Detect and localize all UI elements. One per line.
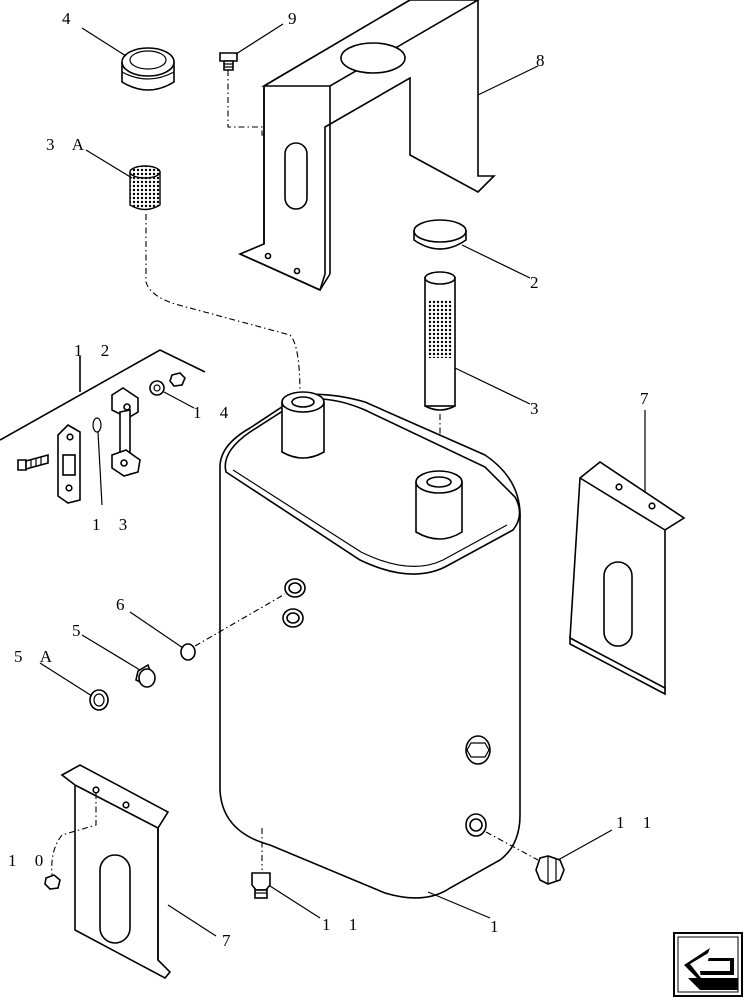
centerline-9 [227,70,266,255]
callout-12: 1 2 [74,341,117,360]
callout-10: 1 0 [8,851,51,870]
callout-4: 4 [62,9,78,28]
part-7-left-bracket [60,764,172,980]
part-6-o-ring [180,643,196,661]
centerline-6 [194,593,286,647]
part-11-right-plug [535,855,565,885]
callout-14: 1 4 [193,403,236,422]
callout-3a: 3 A [46,135,92,154]
callout-13: 1 3 [92,515,135,534]
callout-7-right: 7 [640,389,656,408]
part-4-cap [121,47,175,91]
callout-3: 3 [530,399,546,418]
part-9-bolt [219,52,238,71]
part-2-plug [413,219,467,250]
callout-2: 2 [530,273,546,292]
part-1-tank [219,391,521,899]
callout-7-left: 7 [222,931,238,950]
callout-11-right: 1 1 [616,813,659,832]
part-5-plug [135,663,156,688]
callout-11-bottom: 1 1 [322,915,365,934]
part-10-nut [44,874,61,890]
part-3a-strainer [129,165,161,211]
callout-8: 8 [536,51,552,70]
leader-lines [39,23,646,937]
part-12-panel-assembly [0,349,206,504]
centerline-3a [145,214,301,396]
part-7-right-bracket [569,461,686,696]
callout-9: 9 [288,9,304,28]
navigation-arrow-icon[interactable] [673,932,743,997]
part-3-fill-tube [424,271,456,411]
part-5a-plug [89,689,109,711]
part-8-bracket [237,0,496,292]
callout-5a: 5 A [14,647,60,666]
centerline-10 [51,793,97,876]
part-11-bottom-plug [251,872,271,899]
centerline-11-right [485,831,539,861]
callout-6: 6 [116,595,132,614]
callout-5: 5 [72,621,88,640]
callout-1: 1 [490,917,506,936]
